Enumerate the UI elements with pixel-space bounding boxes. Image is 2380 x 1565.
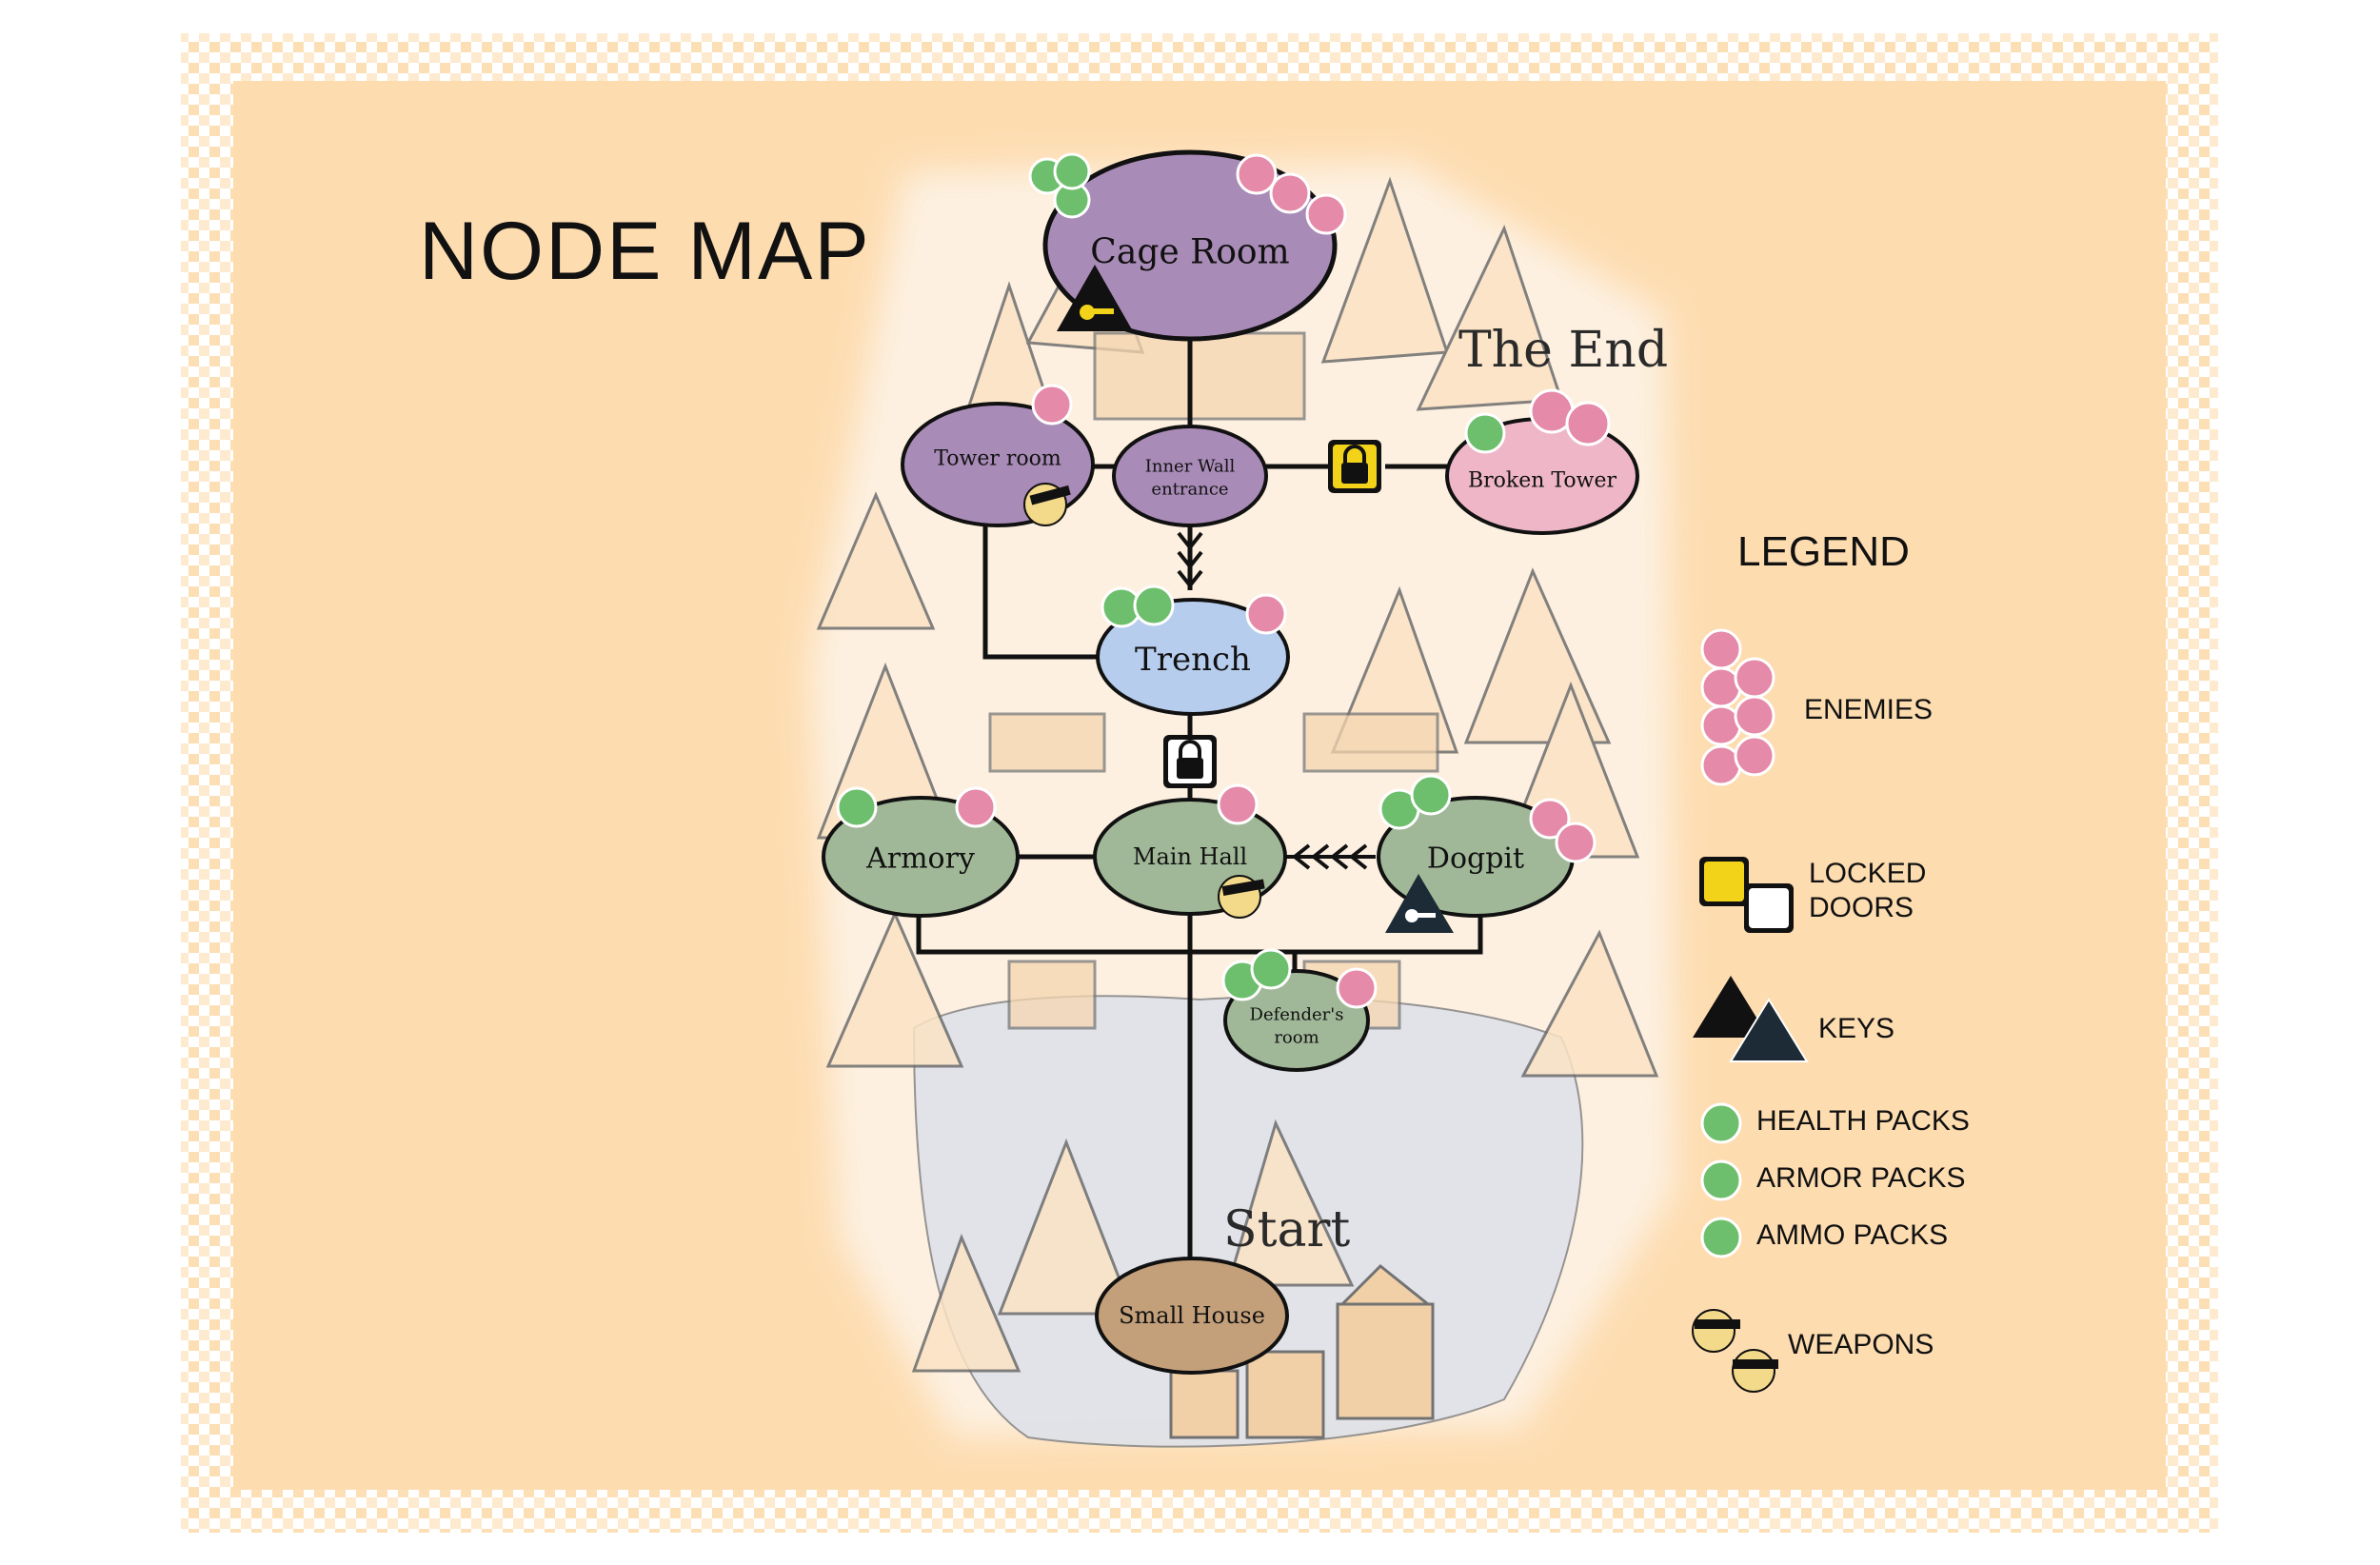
legend-label-health: HEALTH PACKS	[1756, 1105, 1970, 1137]
health-pack-icon	[836, 152, 1506, 1001]
key-icon	[1057, 265, 1133, 331]
legend-label-weapons: WEAPONS	[1788, 1329, 1934, 1360]
node-cage-room	[1042, 149, 1338, 342]
node-label-inner-wall-line1: Inner Wall	[1144, 456, 1236, 477]
node-label-cage-room: Cage Room	[1090, 232, 1290, 272]
node-label-broken-tower: Broken Tower	[1467, 468, 1617, 493]
node-label-tower-room: Tower room	[934, 446, 1061, 471]
node-label-defenders-line1: Defender's	[1249, 1004, 1344, 1025]
enemy-icon	[955, 153, 1611, 1009]
key-icon	[1385, 874, 1454, 933]
legend-label-keys: KEYS	[1818, 1013, 1895, 1044]
legend-label-locked-line1: LOCKED	[1809, 858, 1927, 889]
node-label-inner-wall-line2: entrance	[1151, 479, 1229, 500]
node-label-defenders-line2: room	[1274, 1027, 1319, 1048]
dogpit-arrows	[1280, 843, 1376, 870]
node-defenders-room	[1223, 969, 1370, 1072]
legend-key-icons	[1693, 976, 1809, 1062]
legend-title: LEGEND	[1737, 528, 1910, 575]
legend-enemy-icons	[1700, 628, 1775, 786]
legend-label-ammo: AMMO PACKS	[1756, 1219, 1949, 1251]
start-structures	[1169, 1263, 1435, 1439]
weapon-icon	[1023, 483, 1071, 526]
area-label-end: The End	[1458, 322, 1669, 379]
legend-label-armor: ARMOR PACKS	[1756, 1162, 1966, 1194]
node-label-main-hall: Main Hall	[1132, 843, 1248, 870]
castle-walls	[988, 331, 1439, 1030]
padlock-icon	[1163, 735, 1217, 788]
node-label-trench: Trench	[1135, 641, 1251, 679]
node-label-dogpit: Dogpit	[1426, 842, 1525, 876]
inner-wall-arrows	[1177, 531, 1203, 589]
legend-pack-icons	[1700, 1102, 1742, 1258]
node-label-small-house: Small House	[1119, 1302, 1265, 1329]
page-title: NODE MAP	[419, 206, 871, 297]
legend-label-enemies: ENEMIES	[1804, 694, 1934, 725]
padlock-icon	[1328, 440, 1381, 493]
node-small-house	[1095, 1257, 1289, 1375]
node-armory	[822, 796, 1020, 918]
node-label-armory: Armory	[866, 842, 975, 876]
legend-label-locked-line2: DOORS	[1809, 892, 1914, 923]
weapon-icon	[1218, 875, 1265, 919]
node-inner-wall	[1112, 425, 1268, 527]
node-trench	[1096, 598, 1290, 716]
legend-weapon-icons	[1692, 1309, 1778, 1393]
area-label-start: Start	[1223, 1201, 1351, 1258]
legend-padlock-icons	[1699, 857, 1794, 933]
